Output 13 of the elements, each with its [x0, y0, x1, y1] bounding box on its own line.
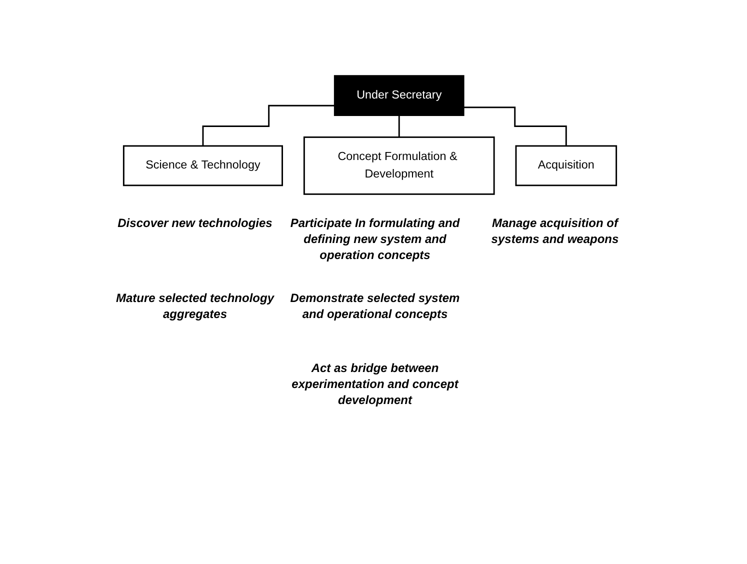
- description-text: Act as bridge between experimentation and concept development: [290, 360, 460, 408]
- node-box: Concept Formulation & Development: [303, 136, 495, 195]
- connector: [398, 114, 400, 138]
- node-box: Acquisition: [515, 145, 618, 186]
- description-text: Discover new technologies: [116, 215, 274, 231]
- description-text: Manage acquisition of systems and weapons: [490, 215, 620, 247]
- description-text: Demonstrate selected system and operational concepts: [290, 290, 460, 322]
- description-text: Participate In formulating and defining new system and operation concepts: [290, 215, 460, 263]
- node-box: Science & Technology: [122, 145, 283, 186]
- description-text: Mature selected technology aggregates: [114, 290, 276, 322]
- connector: [202, 104, 335, 147]
- connector: [464, 106, 567, 147]
- node-box: Under Secretary: [334, 75, 464, 116]
